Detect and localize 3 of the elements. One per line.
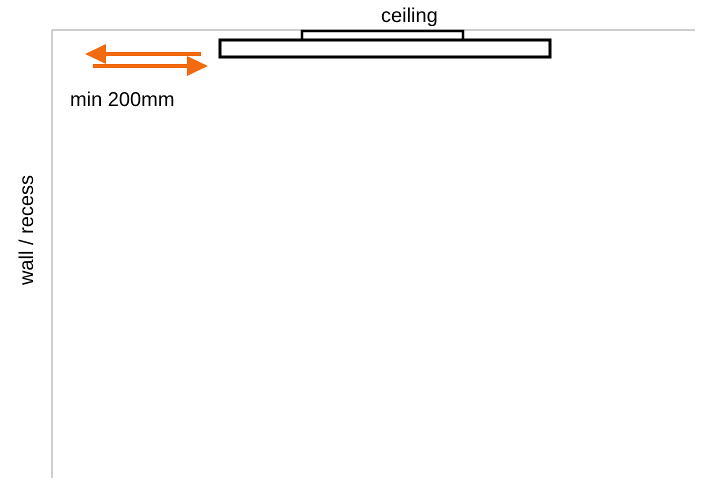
ceiling-label: ceiling xyxy=(381,6,438,26)
dimension-label: min 200mm xyxy=(70,90,174,110)
wall-label: wall / recess xyxy=(17,174,37,286)
